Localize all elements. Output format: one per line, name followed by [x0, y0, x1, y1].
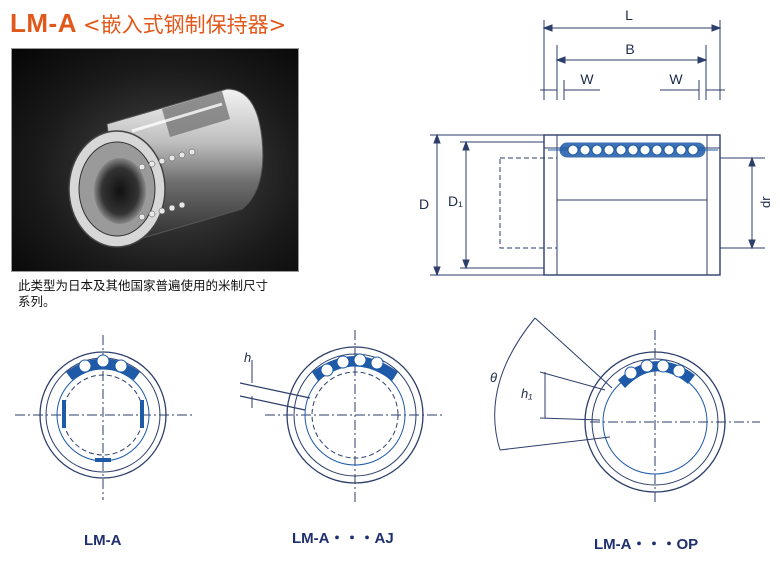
bearing-photo-illustration	[68, 88, 264, 248]
caption-lm-a-op: LM-A・・・OP	[594, 536, 699, 553]
dim-W-left: W	[580, 71, 594, 87]
dim-B: B	[625, 41, 634, 57]
dim-h: h	[244, 350, 251, 365]
caption-lm-a-aj: LM-A・・・AJ	[292, 530, 394, 547]
front-view-lm-a-op-balls	[618, 359, 695, 388]
ball-row	[559, 142, 706, 158]
front-view-lm-a-balls	[62, 354, 144, 462]
dim-dr: dr	[758, 196, 773, 208]
front-view-lm-a-op	[494, 317, 760, 505]
front-view-lm-a-aj-balls	[312, 353, 398, 381]
caption-lm-a: LM-A	[84, 532, 122, 549]
dim-D: D	[419, 196, 429, 212]
dim-theta: θ	[490, 370, 497, 385]
description-text: 此类型为日本及其他国家普遍使用的米制尺寸系列。	[18, 278, 269, 309]
dim-W-right: W	[669, 71, 683, 87]
dim-h1: h₁	[521, 386, 532, 401]
product-photo	[11, 48, 299, 272]
title-sub: <嵌入式钢制保持器>	[82, 13, 287, 37]
front-view-lm-a-aj	[239, 330, 445, 505]
title-main: LM-A	[10, 8, 77, 38]
page-title: LM-A <嵌入式钢制保持器>	[10, 8, 286, 42]
dim-L: L	[625, 7, 633, 23]
dim-D1: D₁	[448, 193, 463, 209]
